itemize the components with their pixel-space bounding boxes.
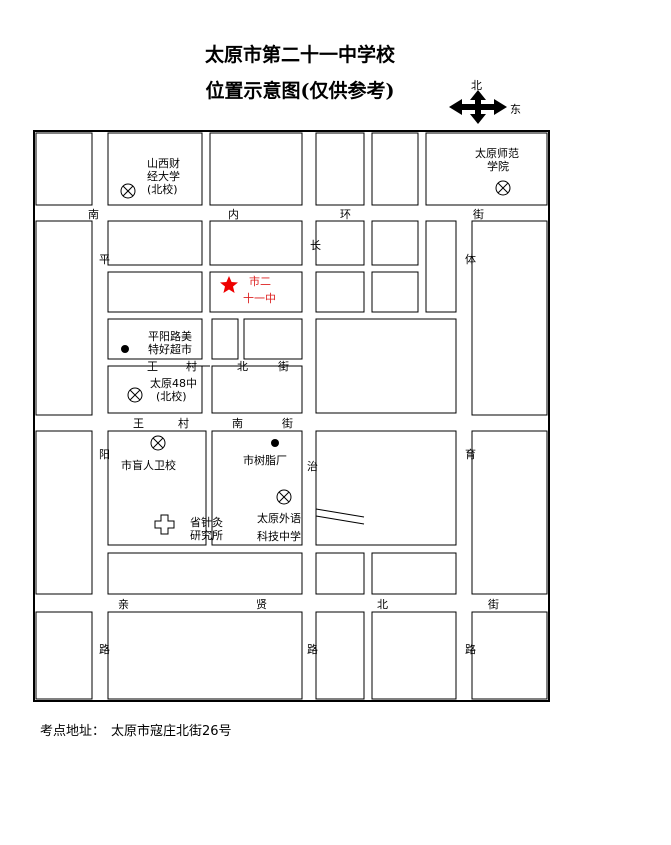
- place-resin-factory: 市树脂厂: [243, 439, 287, 467]
- road-label: 平: [99, 253, 110, 266]
- place-shanxi-finance: 山西财 经大学 (北校): [120, 156, 180, 199]
- place-pingyang-market: 平阳路美 特好超市: [121, 330, 192, 356]
- school-marker-icon: [276, 489, 292, 505]
- school-marker-icon: [127, 387, 143, 403]
- road-label: 路: [465, 643, 476, 656]
- road-label: 阳: [99, 448, 110, 461]
- road-label: 南: [232, 417, 243, 430]
- svg-text:(北校): (北校): [147, 182, 178, 196]
- place-taiyuan-normal: 太原师范 学院: [475, 146, 519, 196]
- road-label: 环: [340, 208, 351, 221]
- place-acupuncture-institute: 省针灸 研究所: [154, 514, 223, 542]
- road-label: 街: [282, 416, 293, 430]
- svg-text:特好超市: 特好超市: [148, 342, 192, 356]
- star-icon: [220, 276, 238, 293]
- road-label: 亲: [118, 597, 129, 611]
- small-road-wang: 王: [147, 360, 158, 373]
- svg-text:(北校): (北校): [156, 389, 187, 403]
- svg-text:科技中学: 科技中学: [257, 529, 301, 543]
- hospital-cross-icon: [154, 514, 175, 535]
- road-label: 长: [310, 239, 321, 252]
- road-label: 贤: [256, 598, 267, 611]
- road-label: 体: [465, 252, 476, 266]
- road-label: 街: [278, 359, 289, 373]
- address-value: 太原市寇庄北街26号: [111, 724, 232, 739]
- road-label: 街: [488, 597, 499, 611]
- road-label: 北: [377, 598, 388, 611]
- svg-text:市二: 市二: [249, 274, 271, 288]
- map-border: [33, 130, 550, 702]
- small-road-cun: 村: [186, 359, 197, 373]
- svg-text:太原外语: 太原外语: [257, 512, 301, 525]
- map-subtitle: 位置示意图(仅供参考): [205, 80, 395, 102]
- compass-icon: 北 东: [449, 79, 521, 124]
- svg-text:太原48中: 太原48中: [150, 377, 197, 390]
- place-foreign-language-school: 太原外语 科技中学: [257, 489, 301, 543]
- dot-icon: [271, 439, 279, 447]
- school-marker-icon: [150, 435, 166, 451]
- alley: [315, 508, 365, 525]
- road-labels: 南内环街平长体北街王村南街阳治育亲贤北街路路路: [88, 207, 499, 656]
- compass-north-label: 北: [471, 79, 482, 92]
- compass-east-label: 东: [510, 103, 521, 116]
- svg-text:经大学: 经大学: [147, 169, 180, 183]
- road-label: 育: [465, 447, 476, 461]
- road-label: 路: [99, 643, 110, 656]
- svg-text:平阳路美: 平阳路美: [148, 330, 192, 343]
- svg-text:省针灸: 省针灸: [190, 515, 223, 529]
- city-blocks: [35, 132, 548, 700]
- address-label: 考点地址：: [40, 724, 106, 739]
- place-blind-school: 市盲人卫校: [121, 435, 176, 472]
- school-marker-icon: [120, 183, 136, 199]
- dot-icon: [121, 345, 129, 353]
- svg-text:山西财: 山西财: [147, 156, 180, 170]
- road-label: 南: [88, 208, 99, 221]
- road-label: 治: [307, 459, 318, 473]
- road-label: 路: [307, 643, 318, 656]
- place-taiyuan-48: 太原48中 (北校): [127, 377, 197, 403]
- address-line: 考点地址： 太原市寇庄北街26号: [40, 720, 238, 739]
- svg-text:市盲人卫校: 市盲人卫校: [121, 458, 176, 472]
- svg-text:研究所: 研究所: [190, 528, 223, 542]
- road-label: 村: [178, 416, 189, 430]
- road-label: 北: [237, 360, 248, 373]
- svg-text:市树脂厂: 市树脂厂: [243, 453, 287, 467]
- svg-text:十一中: 十一中: [243, 291, 276, 305]
- place-school-21: 市二 十一中: [220, 274, 276, 305]
- road-label: 街: [473, 207, 484, 221]
- svg-text:学院: 学院: [487, 159, 509, 173]
- road-label: 内: [228, 207, 239, 221]
- svg-text:太原师范: 太原师范: [475, 146, 519, 160]
- school-marker-icon: [495, 180, 511, 196]
- road-label: 王: [133, 417, 144, 430]
- map-title: 太原市第二十一中学校: [204, 44, 395, 66]
